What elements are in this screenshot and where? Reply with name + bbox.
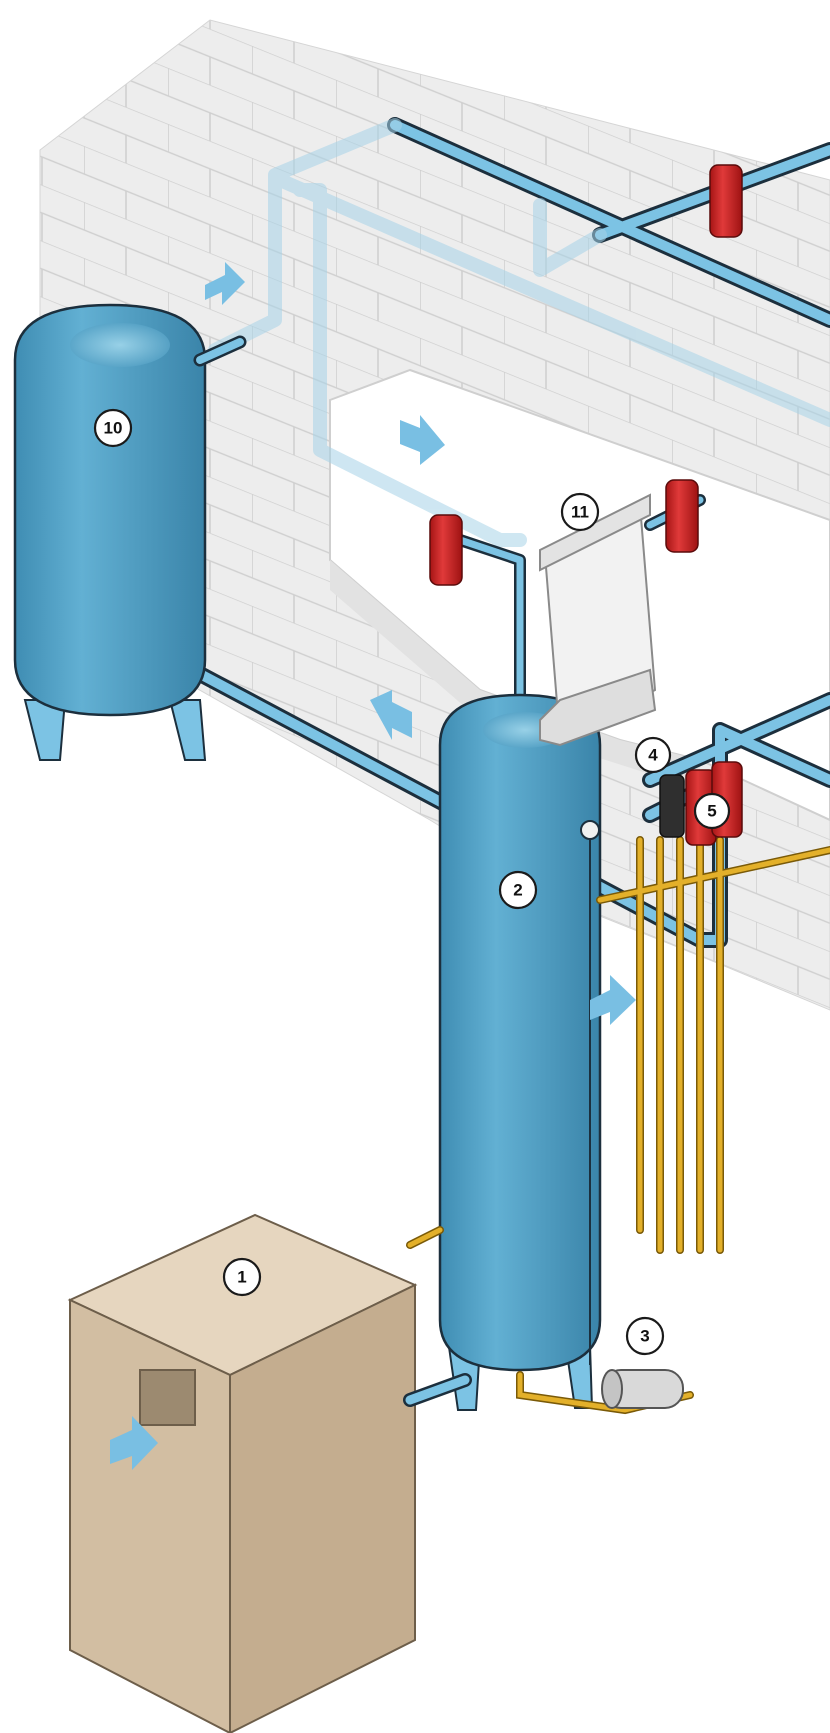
point-of-use-dryer	[539, 493, 657, 747]
callout-10: 10	[93, 408, 133, 448]
callout-5: 5	[693, 792, 731, 830]
condensate-drain-lines	[406, 836, 830, 1415]
callout-5-label: 5	[707, 802, 716, 821]
flow-arrows	[110, 262, 636, 1470]
callout-11: 11	[560, 492, 600, 532]
callout-11-label: 11	[571, 503, 589, 522]
flow-arrow-icon	[400, 415, 445, 465]
flow-arrow-icon	[590, 975, 636, 1025]
pressure-gauge-icon	[580, 820, 600, 840]
flow-arrow-icon	[370, 690, 412, 740]
callout-1-label: 1	[237, 1268, 246, 1287]
flow-arrow-icon	[110, 1416, 158, 1470]
flow-arrow-icon	[205, 262, 245, 305]
callout-3: 3	[625, 1316, 665, 1356]
receiver-tank	[438, 693, 602, 1411]
compressor	[67, 1213, 472, 1733]
callout-2: 2	[498, 870, 538, 910]
callout-3-label: 3	[640, 1327, 649, 1346]
callout-2-label: 2	[513, 881, 522, 900]
callout-4-label: 4	[648, 746, 658, 765]
separator	[601, 1369, 684, 1409]
callout-10-label: 10	[104, 419, 123, 438]
callout-4: 4	[634, 736, 672, 774]
callout-1: 1	[222, 1257, 262, 1297]
storage-tank	[13, 303, 247, 761]
